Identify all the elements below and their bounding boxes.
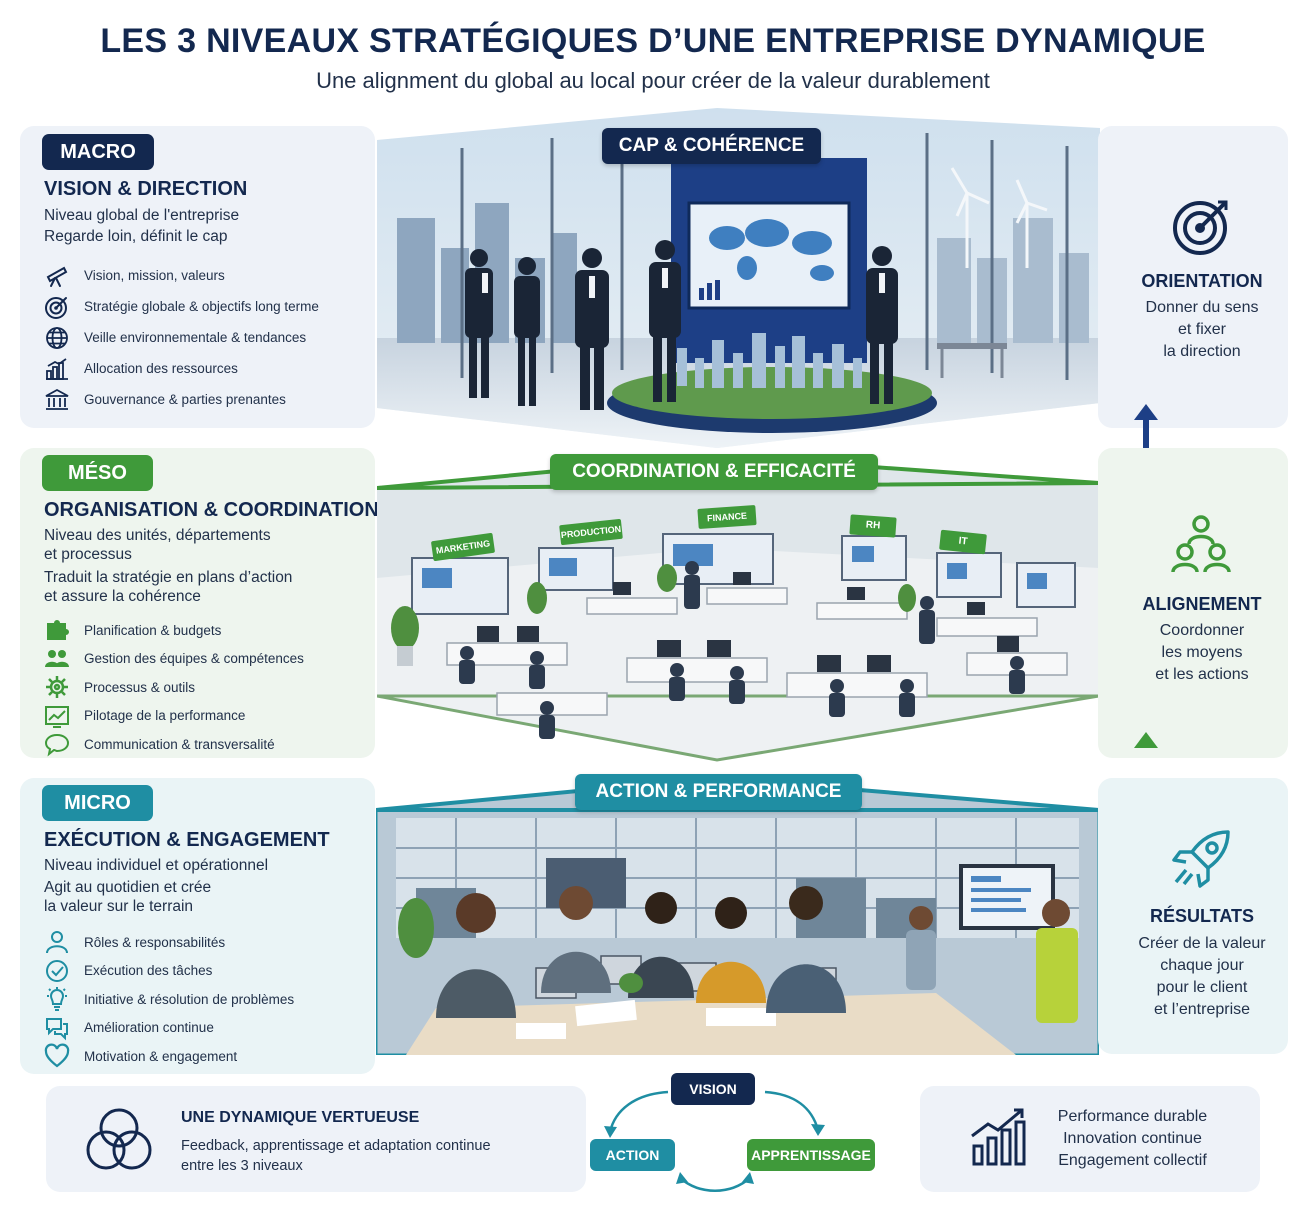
- chat-bubbles-icon: [44, 1015, 70, 1041]
- list-item: Communication & transversalité: [44, 730, 304, 759]
- orientation-panel: [1098, 126, 1288, 428]
- virtuous-dynamic-title: UNE DYNAMIQUE VERTUEUSE: [181, 1109, 420, 1126]
- macro-title: VISION & DIRECTION: [44, 178, 248, 200]
- trend-chart-icon: [44, 703, 70, 729]
- alignment-panel: [1098, 448, 1288, 758]
- meso-badge: MÉSO: [42, 455, 153, 491]
- list-item: Rôles & responsabilités: [44, 928, 294, 957]
- outcomes-panel: [920, 1086, 1260, 1192]
- target-icon: [1172, 196, 1232, 261]
- telescope-icon: [44, 263, 70, 289]
- cycle-vision: VISION: [671, 1073, 755, 1105]
- list-item: Gestion des équipes & compétences: [44, 645, 304, 674]
- macro-item-list: Vision, mission, valeurs Stratégie globa…: [44, 260, 319, 415]
- sign-finance: FINANCE: [697, 505, 757, 529]
- team-icon: [44, 646, 70, 672]
- results-panel: [1098, 778, 1288, 1054]
- gear-icon: [44, 674, 70, 700]
- meso-item-list: Planification & budgets Gestion des équi…: [44, 616, 304, 759]
- micro-item-list: Rôles & responsabilités Exécution des tâ…: [44, 928, 294, 1071]
- list-item: Motivation & engagement: [44, 1042, 294, 1071]
- list-item: Pilotage de la performance: [44, 702, 304, 731]
- list-item: Exécution des tâches: [44, 957, 294, 986]
- meso-openspace-illustration: [377, 448, 1099, 768]
- puzzle-icon: [44, 617, 70, 643]
- meso-title: ORGANISATION & COORDINATION: [44, 499, 379, 521]
- heart-icon: [44, 1043, 70, 1069]
- check-circle-icon: [44, 958, 70, 984]
- micro-teamwork-illustration: [376, 778, 1099, 1055]
- list-item: Planification & budgets: [44, 616, 304, 645]
- virtuous-dynamic-text: Feedback, apprentissage et adaptation co…: [181, 1138, 491, 1174]
- globe-icon: [44, 325, 70, 351]
- venn-circles-icon: [84, 1106, 154, 1179]
- target-icon: [44, 294, 70, 320]
- bar-chart-icon: [44, 356, 70, 382]
- list-item: Allocation des ressources: [44, 353, 319, 384]
- cycle-learning: APPRENTISSAGE: [747, 1139, 875, 1171]
- micro-badge: MICRO: [42, 785, 153, 821]
- micro-panel: [20, 778, 375, 1074]
- orientation-title: ORIENTATION: [1141, 271, 1263, 291]
- meso-panel: [20, 448, 375, 758]
- alignment-title: ALIGNEMENT: [1142, 594, 1262, 614]
- micro-banner: ACTION & PERFORMANCE: [575, 774, 862, 810]
- meso-banner: COORDINATION & EFFICACITÉ: [550, 454, 878, 490]
- list-item: Processus & outils: [44, 673, 304, 702]
- hierarchy-icon: [1168, 514, 1234, 581]
- macro-panel: [20, 126, 375, 428]
- person-icon: [44, 929, 70, 955]
- list-item: Veille environnementale & tendances: [44, 322, 319, 353]
- sign-rh: RH: [849, 514, 897, 538]
- list-item: Initiative & résolution de problèmes: [44, 985, 294, 1014]
- list-item: Amélioration continue: [44, 1014, 294, 1043]
- cycle-arrows: [590, 1080, 890, 1205]
- list-item: Gouvernance & parties prenantes: [44, 384, 319, 415]
- cycle-action: ACTION: [590, 1139, 675, 1171]
- macro-banner: CAP & COHÉRENCE: [602, 128, 821, 164]
- list-item: Vision, mission, valeurs: [44, 260, 319, 291]
- rocket-icon: [1170, 826, 1234, 895]
- macro-boardroom-illustration: [377, 108, 1100, 448]
- page-title: LES 3 NIVEAUX STRATÉGIQUES D’UNE ENTREPR…: [100, 22, 1206, 60]
- growth-chart-icon: [968, 1106, 1030, 1173]
- micro-title: EXÉCUTION & ENGAGEMENT: [44, 829, 330, 851]
- chat-bubble-icon: [44, 731, 70, 757]
- list-item: Stratégie globale & objectifs long terme: [44, 291, 319, 322]
- page-subtitle: Une alignment du global au local pour cr…: [316, 68, 990, 93]
- institution-icon: [44, 387, 70, 413]
- macro-badge: MACRO: [42, 134, 154, 170]
- virtuous-dynamic-panel: [46, 1086, 586, 1192]
- results-title: RÉSULTATS: [1150, 906, 1254, 926]
- lightbulb-icon: [44, 986, 70, 1012]
